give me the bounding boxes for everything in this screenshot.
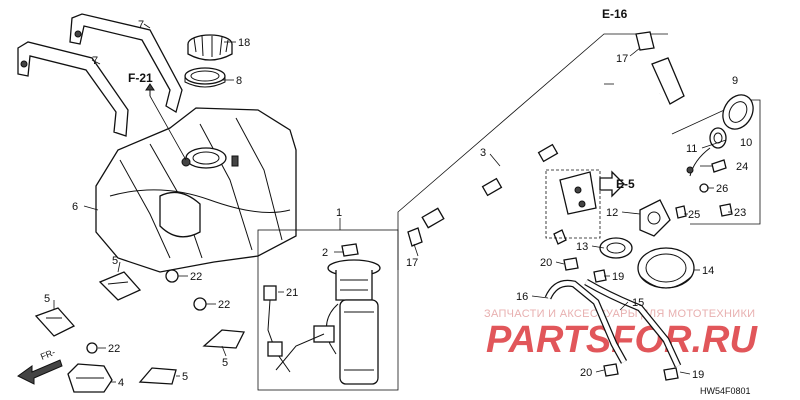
callout-7-lower: 7	[92, 55, 98, 67]
callout-17-lower: 17	[406, 257, 418, 269]
callout-7-upper: 7	[138, 19, 144, 31]
ref-f21: F-21	[128, 71, 153, 85]
callout-19-lower: 19	[692, 369, 704, 381]
fuel-pump-seal-ring	[184, 67, 226, 88]
front-arrow: FR-	[17, 347, 63, 385]
fuel-feed-hose	[421, 57, 685, 229]
callout-20-upper: 20	[540, 257, 552, 269]
filler-cap-gasket	[709, 127, 727, 149]
callout-16: 16	[516, 291, 528, 303]
fuel-level-sensor	[263, 285, 291, 373]
callout-19-upper: 19	[612, 271, 624, 283]
filler-neck-joint	[639, 199, 671, 237]
filler-seal	[599, 237, 633, 259]
ref-e16: E-16	[602, 7, 628, 21]
callout-12: 12	[606, 207, 618, 219]
fuel-pump-lock-ring	[187, 34, 233, 61]
tether-wire	[686, 147, 711, 177]
callout-6: 6	[72, 201, 78, 213]
callout-3: 3	[480, 147, 486, 159]
callout-24: 24	[736, 161, 748, 173]
e5-arrow	[599, 170, 625, 198]
callout-8: 8	[236, 75, 242, 87]
filler-neck-grommet	[637, 247, 695, 289]
fuel-pump-group-box	[257, 229, 399, 391]
callout-10: 10	[740, 137, 752, 149]
grommet-22	[86, 269, 207, 354]
callout-23: 23	[734, 207, 746, 219]
callout-22-lower: 22	[108, 343, 120, 355]
callout-5-lower: 5	[182, 371, 188, 383]
callout-2: 2	[322, 247, 328, 259]
callout-5-mid: 5	[222, 357, 228, 369]
fuel-pump-assembly	[275, 259, 381, 385]
callout-4: 4	[118, 377, 124, 389]
fuel-hose-group-box	[397, 33, 668, 270]
callout-20-lower: 20	[580, 367, 592, 379]
hose-clip-lower	[407, 227, 423, 247]
ref-e5: E-5	[616, 177, 635, 191]
callout-26: 26	[716, 183, 728, 195]
watermark-caption: ЗАПЧАСТИ И АКСЕССУАРЫ ДЛЯ МОТОТЕХНИКИ	[484, 308, 755, 320]
hose-bracket	[553, 171, 597, 245]
callout-5-left: 5	[44, 293, 50, 305]
callout-15: 15	[632, 297, 644, 309]
tank-rubber-lower	[34, 307, 76, 337]
hose-clip-upper	[635, 31, 655, 51]
tank-strap-lower	[17, 41, 129, 137]
fuel-tank	[95, 107, 297, 273]
tank-rubber-upper	[98, 271, 142, 301]
callout-21: 21	[286, 287, 298, 299]
ref-f21-arrow	[145, 83, 155, 96]
filler-cap	[722, 94, 754, 130]
pump-clip	[341, 243, 359, 257]
callout-22-mid: 22	[218, 299, 230, 311]
callout-1: 1	[336, 207, 342, 219]
e5-group-box	[545, 169, 601, 239]
drain-hose	[584, 278, 682, 368]
watermark: ЗАПЧАСТИ И АКСЕССУАРЫ ДЛЯ МОТОТЕХНИКИ PA…	[484, 308, 758, 361]
callout-11: 11	[686, 143, 697, 155]
diagram-code: HW54F0801	[700, 386, 751, 396]
filler-cap-group-box	[671, 99, 761, 225]
callout-18: 18	[238, 37, 250, 49]
callout-14: 14	[702, 265, 714, 277]
breather-hose	[544, 279, 628, 364]
callout-13: 13	[576, 241, 588, 253]
rubber-pad-5-mid	[202, 329, 246, 349]
front-direction-label: FR-	[39, 347, 57, 362]
tank-strap-upper	[69, 13, 183, 113]
rubber-pad-5-lower	[138, 367, 177, 385]
callout-5-upper: 5	[112, 255, 118, 267]
callout-25: 25	[688, 209, 700, 221]
callout-17-upper: 17	[616, 53, 628, 65]
callout-22-upper: 22	[190, 271, 202, 283]
rubber-pad-4	[67, 363, 113, 393]
callout-9: 9	[732, 75, 738, 87]
hose-clamp-small	[563, 257, 679, 381]
